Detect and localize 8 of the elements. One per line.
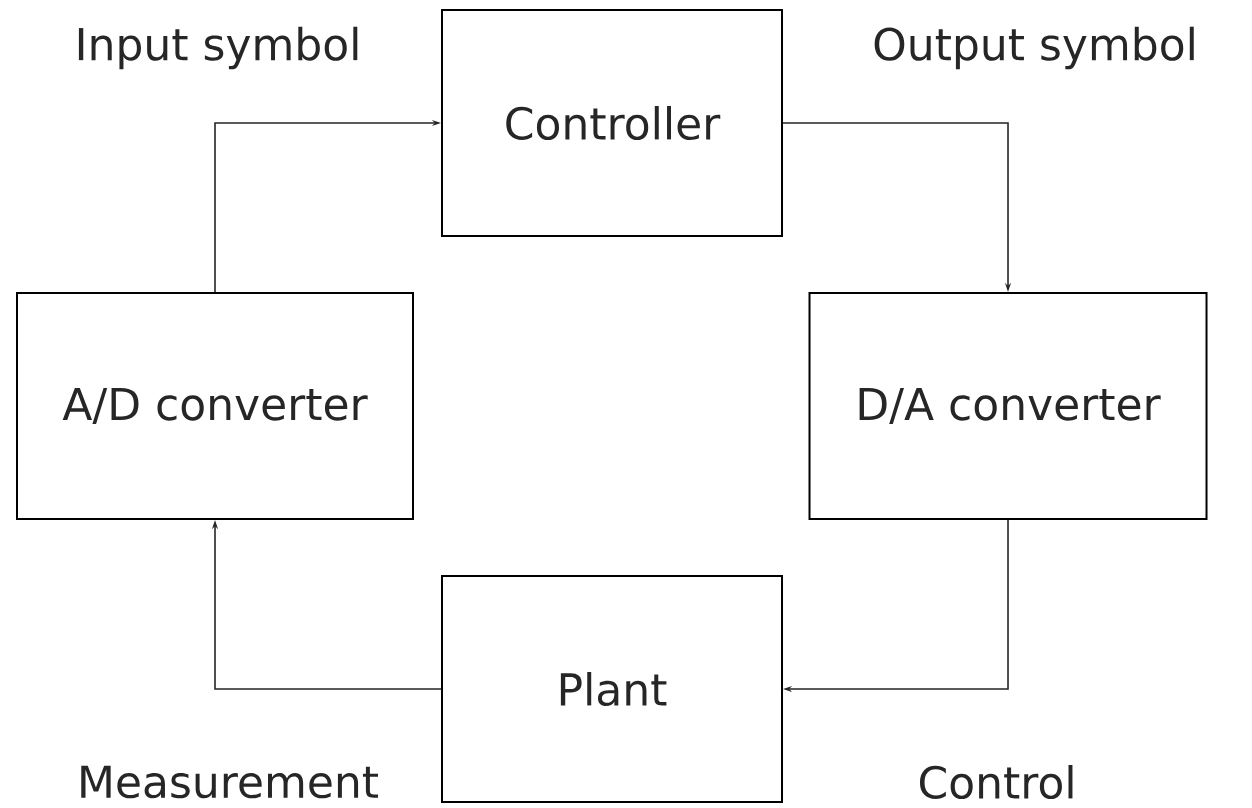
process-box: A/D converter <box>16 292 414 520</box>
process-box: Controller <box>441 9 783 237</box>
process-box: Plant <box>441 575 783 803</box>
label-text: Output symbol <box>874 26 1194 70</box>
label-text: Measurement <box>81 765 378 799</box>
label-text: Input symbol <box>78 26 358 70</box>
process-box: D/A converter <box>808 292 1208 520</box>
label-text: Control <box>919 765 1073 800</box>
